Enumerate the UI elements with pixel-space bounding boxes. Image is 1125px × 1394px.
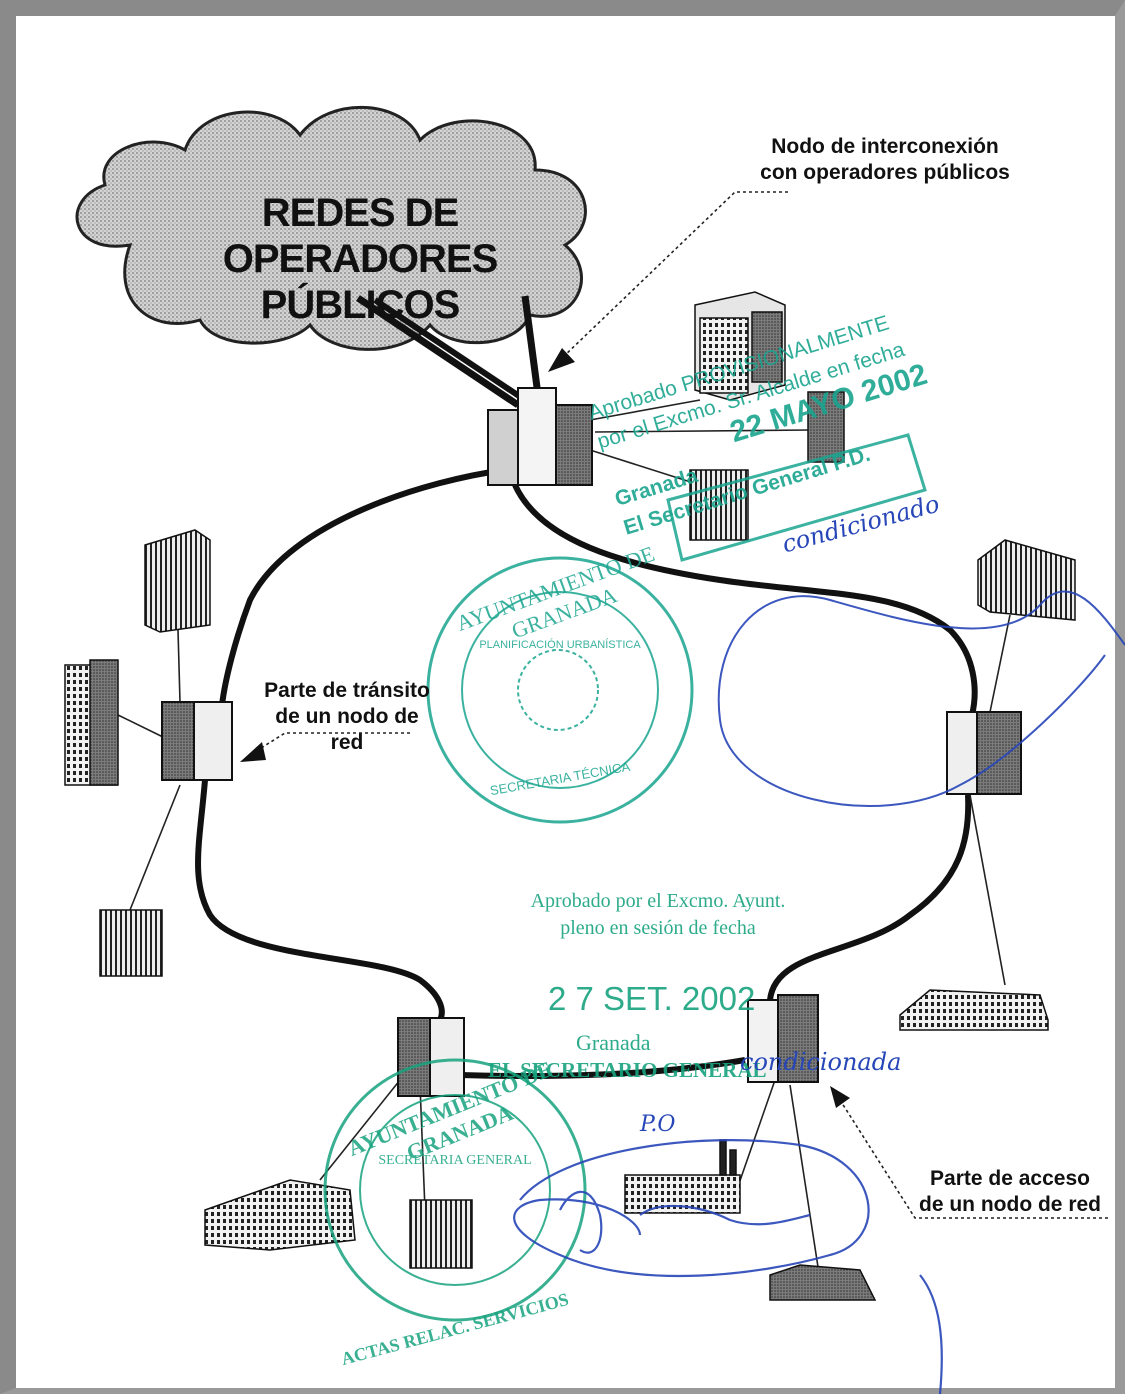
building-left-bottom [99, 909, 163, 977]
arrow-interconexion [548, 348, 575, 372]
building-right-top [977, 539, 1076, 621]
seal-round-text: AYUNTAMIENTO DE GRANADA PLANIFICACIÓN UR… [445, 541, 675, 798]
stamp-provisional-frame [666, 433, 927, 562]
stamp-pleno-line2: pleno en sesión de fecha [560, 917, 756, 939]
seal-bottom-text: AYUNTAMIENTO DE GRANADA SECRETARIA GENER… [330, 1056, 580, 1369]
seal-round-inner: PLANIFICACIÓN URBANÍSTICA [479, 639, 641, 651]
cloud-label: REDES DE OPERADORES PÚBLICOS [160, 190, 560, 328]
ring-left-bottom [195, 779, 445, 1022]
arrow-transito [240, 742, 266, 762]
leader-acceso [839, 1099, 1108, 1219]
node-interconexion [487, 387, 593, 486]
building-top-small [807, 391, 845, 463]
arrow-acceso [830, 1086, 850, 1108]
node-derecha [946, 711, 1022, 795]
label-interconexion-line1: Nodo de interconexión [771, 135, 999, 158]
building-left-top [144, 529, 211, 633]
building-bottom-right [769, 1264, 877, 1301]
operator-cloud [75, 105, 587, 351]
cloud-link-3 [521, 295, 542, 396]
label-acceso-line2: de un nodo de red [919, 1193, 1101, 1216]
stamp-pleno-line3: Granada [576, 1030, 651, 1055]
signature-top [717, 590, 1125, 807]
ring-bottom [459, 1057, 746, 1080]
seal-round-ring [426, 556, 694, 824]
building-bottom-left-complex [204, 1179, 356, 1251]
seal-bottom-inner: SECRETARIA GENERAL [378, 1153, 532, 1168]
stamp-pleno-line4: EL SECRETARIO GENERAL [488, 1058, 767, 1082]
label-acceso: Parte de acceso de un nodo de red [910, 1166, 1110, 1218]
building-top-tower [694, 291, 786, 401]
label-transito-line2: de un nodo de red [275, 705, 419, 754]
cloud-label-line1: REDES DE OPERADORES [222, 191, 499, 281]
node-transito [161, 701, 233, 781]
building-right-bottom [899, 989, 1049, 1031]
building-bottom-center [409, 1199, 473, 1269]
stamp-pleno-date: 2 7 SET. 2002 [548, 980, 756, 1017]
seal-bottom-ring [323, 1058, 587, 1322]
ring-right-bottom [767, 794, 972, 1001]
label-interconexion-line2: con operadores públicos [760, 161, 1010, 184]
node-acceso [747, 994, 819, 1083]
building-left-mid [64, 659, 119, 786]
building-factory [624, 1139, 741, 1214]
label-interconexion: Nodo de interconexión con operadores púb… [745, 134, 1025, 186]
label-acceso-line1: Parte de acceso [930, 1167, 1090, 1190]
ring-top-left [219, 467, 506, 706]
stamp-pleno: Aprobado por el Excmo. Ayunt. pleno en s… [458, 890, 858, 1083]
ring-top-right [512, 483, 978, 716]
handwriting-note2: condicionada [740, 1048, 902, 1076]
label-transito-line1: Parte de tránsito [264, 679, 430, 702]
stamp-pleno-line1: Aprobado por el Excmo. Ayunt. [530, 890, 786, 912]
cloud-link-2 [373, 297, 530, 405]
handwriting-note3: P.O [640, 1112, 676, 1137]
signature-bottom [513, 1139, 943, 1394]
leader-interconexion [561, 191, 788, 359]
cloud-label-line2: PÚBLICOS [260, 283, 461, 327]
label-transito: Parte de tránsito de un nodo de red [262, 678, 432, 756]
cloud-link-1 [356, 295, 520, 408]
node-inferior-izquierda [397, 1017, 465, 1097]
